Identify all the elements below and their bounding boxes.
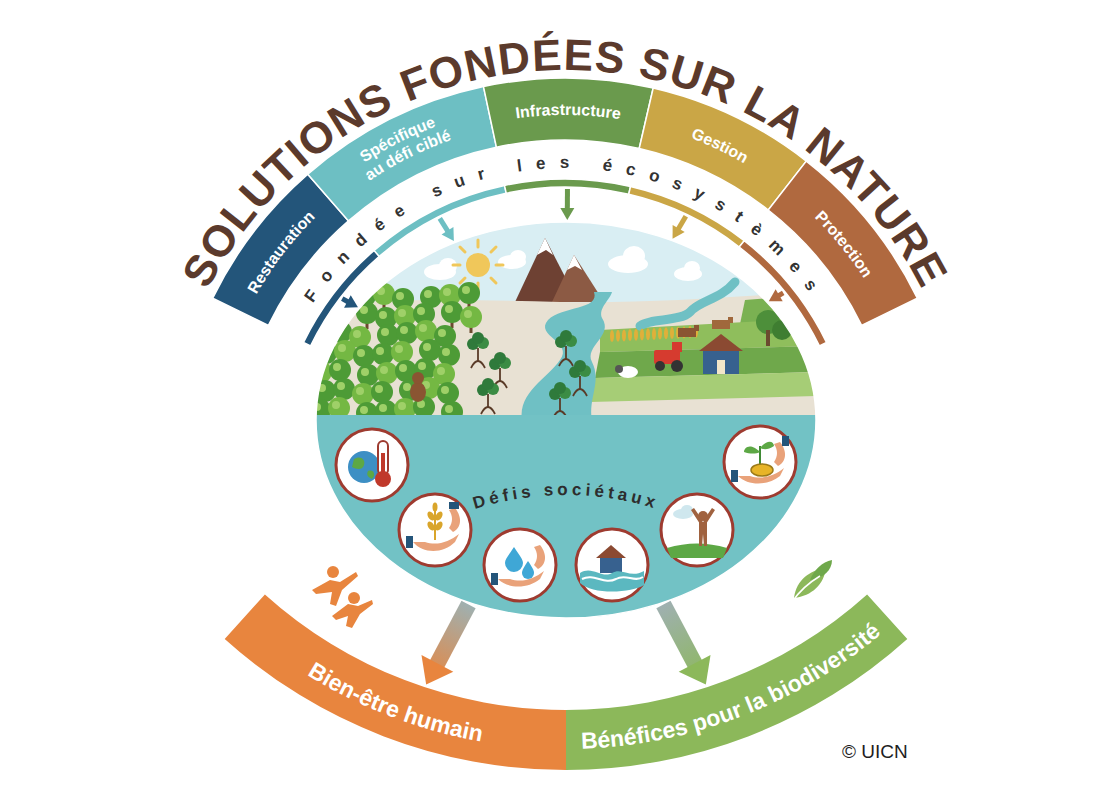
node-text-layer: Bien-être humain — [221, 590, 568, 774]
band-label: Bien-être humain — [304, 657, 485, 747]
monkey — [410, 372, 426, 402]
band-label: Gestion — [689, 125, 751, 166]
band-label: Protection — [812, 207, 876, 280]
people-symbol — [312, 566, 373, 628]
flow-arrow — [673, 216, 686, 239]
approach-band: Protection — [736, 157, 922, 349]
arc-caption: Fondée sur les écosystèmes — [301, 153, 830, 306]
arrow-head — [560, 208, 574, 220]
node-outline — [314, 220, 818, 620]
approach-band: Infrastructure — [481, 74, 656, 198]
title-svg: SOLUTIONS FONDÉES SUR LA NATURE — [0, 0, 1108, 320]
arrow-head — [673, 225, 685, 239]
node-text-layer: Spécifique au défi ciblé — [304, 82, 509, 260]
arrow-head — [679, 655, 711, 685]
node-outline — [736, 157, 922, 349]
band-segment — [739, 161, 917, 346]
mountains — [515, 238, 604, 302]
mangroves — [467, 330, 591, 418]
node-outline — [481, 74, 656, 198]
node-outline — [626, 84, 810, 250]
band-segment — [308, 87, 506, 257]
flow-arrow — [421, 604, 468, 684]
node-text-layer: Défis sociétaux — [314, 220, 818, 620]
outcome-band: Bien-être humain — [221, 590, 568, 774]
circle-outline — [316, 222, 816, 618]
leaf-symbol — [792, 560, 832, 602]
arrow-line — [440, 218, 448, 231]
challenge-icons — [336, 426, 796, 601]
flow-arrow — [769, 289, 783, 301]
arrow-line — [663, 604, 695, 664]
arrow-line — [565, 189, 570, 209]
band-segment — [566, 594, 907, 770]
band-label: Bénéfices pour la biodiversité — [580, 617, 884, 753]
landscape — [307, 222, 816, 625]
label-layer: Fondée sur les écosystèmes — [0, 0, 1108, 320]
node-text-layer: Infrastructure — [481, 74, 656, 198]
band-label: Spécifique au défi ciblé — [357, 112, 453, 184]
flow-arrow — [342, 295, 358, 307]
circle-heading: Défis sociétaux — [471, 480, 662, 513]
node-text-layer: Gestion — [626, 84, 810, 250]
challenges-circle: Défis sociétaux — [314, 220, 818, 620]
fields — [590, 294, 816, 402]
farm — [610, 310, 792, 378]
flow-arrow — [440, 218, 454, 240]
arrow-head — [421, 655, 453, 685]
band-label: Restauration — [244, 207, 318, 296]
band-segment — [225, 594, 566, 770]
sun — [453, 240, 503, 290]
title-text: SOLUTIONS FONDÉES SUR LA NATURE — [172, 30, 957, 295]
arrow-head — [769, 289, 783, 301]
arrow-line — [678, 216, 686, 229]
node-text-layer: Protection — [736, 157, 922, 349]
flow-arrow — [560, 189, 574, 220]
arrow-head — [344, 295, 358, 307]
arrow-head — [442, 227, 454, 241]
band-segment — [629, 88, 807, 247]
approach-band: Spécifique au défi ciblé — [304, 82, 509, 260]
flow-arrow — [663, 604, 710, 684]
label-svg: Fondée sur les écosystèmes — [0, 0, 1108, 320]
band-segment — [484, 78, 654, 194]
band-label: Infrastructure — [514, 101, 622, 122]
node-outline — [304, 82, 509, 260]
title-layer: SOLUTIONS FONDÉES SUR LA NATURE — [0, 0, 1108, 320]
arrow-line — [342, 299, 348, 302]
copyright-note: © UICN — [842, 741, 908, 763]
node-outline — [221, 590, 568, 774]
arrow-line — [437, 604, 469, 664]
approach-band: Gestion — [626, 84, 810, 250]
